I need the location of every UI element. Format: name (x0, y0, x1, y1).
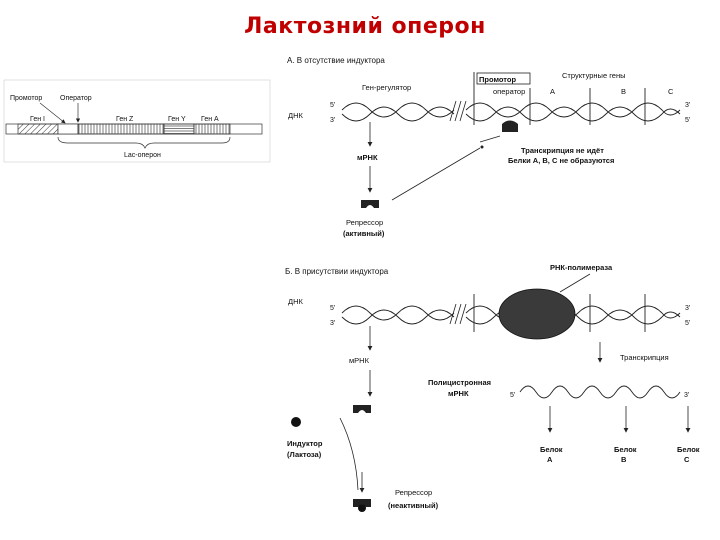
mrna-label-a: мРНК (357, 153, 378, 162)
transcription-label: Транскрипция (620, 353, 669, 362)
inducer-line2: (Лактоза) (287, 450, 322, 459)
transcription-note-line2: Белки А, В, С не образуются (508, 156, 614, 165)
operator-pointer-line (479, 135, 501, 143)
active-repressor-icon (361, 200, 379, 208)
inactive-repressor-icon (353, 499, 371, 507)
mrna-5-end: 5' (510, 392, 515, 399)
map-promoter-label: Промотор (10, 95, 42, 102)
repressor-active-line1: Репрессор (346, 218, 383, 227)
panel-b-heading: Б. В присутствии индуктора (285, 267, 389, 276)
rna-polymerase-pointer (559, 273, 591, 293)
dna-3-left-b: 3' (330, 320, 335, 327)
dna-5-right-b: 5' (685, 320, 690, 327)
repressor-inactive-line2: (неактивный) (388, 501, 439, 510)
map-gene-z-block (77, 123, 165, 135)
protein-b-line2: В (621, 455, 627, 464)
bound-repressor-a (502, 120, 518, 132)
dna-break-marks-a (449, 100, 467, 122)
protein-b-line1: Белок (614, 445, 637, 454)
gene-c-letter: C (668, 87, 674, 96)
dna-strand-top-a (341, 102, 681, 118)
map-gene-i-label: Ген I (30, 116, 45, 123)
operon-map: Промотор Оператор Ген I Ген Z Ген Y Ген … (3, 79, 271, 163)
dna-5-left-a: 5' (330, 102, 335, 109)
repressor-inactive-line1: Репрессор (395, 488, 432, 497)
repressor-binding-line (391, 147, 481, 201)
gene-regulator-label: Ген-регулятор (362, 83, 411, 92)
dna-3-left-a: 3' (330, 117, 335, 124)
protein-a-line2: А (547, 455, 553, 464)
polycistronic-line2: мРНК (448, 389, 469, 398)
promoter-box-a (476, 72, 531, 85)
gene-boundaries-a (473, 72, 646, 125)
map-operator-label: Оператор (60, 95, 92, 102)
repressor-active-line2: (активный) (343, 229, 385, 238)
protein-c-line2: С (684, 455, 690, 464)
binding-point-dot (480, 145, 484, 149)
map-promoter-pointer (39, 102, 66, 124)
gene-b-letter: B (621, 87, 626, 96)
dna-5-right-a: 5' (685, 117, 690, 124)
repressor-free-icon (353, 405, 371, 413)
dna-3-right-a: 3' (685, 102, 690, 109)
gene-a-letter: A (550, 87, 555, 96)
polycistronic-line1: Полицистронная (428, 378, 491, 387)
structural-genes-label: Структурные гены (562, 71, 625, 80)
protein-c-line1: Белок (677, 445, 700, 454)
rna-polymerase-label: РНК-полимераза (550, 263, 613, 272)
dna-strand-bottom-a (341, 106, 681, 122)
rna-polymerase-blob (498, 288, 576, 340)
map-gene-y-block (163, 123, 195, 135)
map-promoter-block (57, 123, 79, 135)
map-lac-operon-label: Lac-оперон (124, 152, 161, 159)
transcription-note-line1: Транскрипция не идёт (521, 146, 604, 155)
map-gene-a-label: Ген A (201, 116, 219, 123)
page-title: Лактозний оперон (244, 14, 486, 39)
protein-a-line1: Белок (540, 445, 563, 454)
dna-label-a: ДНК (288, 111, 303, 120)
panel-a-heading: А. В отсутствие индуктора (287, 56, 385, 65)
panel-a: А. В отсутствие индуктора Ген-регулятор … (287, 56, 690, 238)
inducer-dot (291, 417, 301, 427)
map-gene-i-block (17, 123, 59, 135)
mrna-3-end: 3' (684, 392, 689, 399)
inducer-binding-curve (339, 417, 359, 491)
map-gene-z-label: Ген Z (116, 116, 134, 123)
dna-label-b: ДНК (288, 297, 303, 306)
operator-label-a: оператор (493, 87, 525, 96)
map-gene-a-block (193, 123, 231, 135)
bound-inducer-dot (358, 504, 366, 512)
dna-3-right-b: 3' (685, 305, 690, 312)
inducer-line1: Индуктор (287, 439, 323, 448)
gene-boundaries-b (473, 294, 646, 332)
dna-5-left-b: 5' (330, 305, 335, 312)
promoter-label-a: Промотор (479, 75, 516, 84)
mrna-label-b: мРНК (349, 356, 370, 365)
dna-break-marks-b (449, 303, 467, 325)
map-gene-y-label: Ген Y (168, 116, 186, 123)
map-operon-brace (57, 136, 231, 149)
panel-b: Б. В присутствии индуктора РНК-полимераз… (285, 263, 700, 512)
polycistronic-mrna-wave (519, 385, 681, 399)
